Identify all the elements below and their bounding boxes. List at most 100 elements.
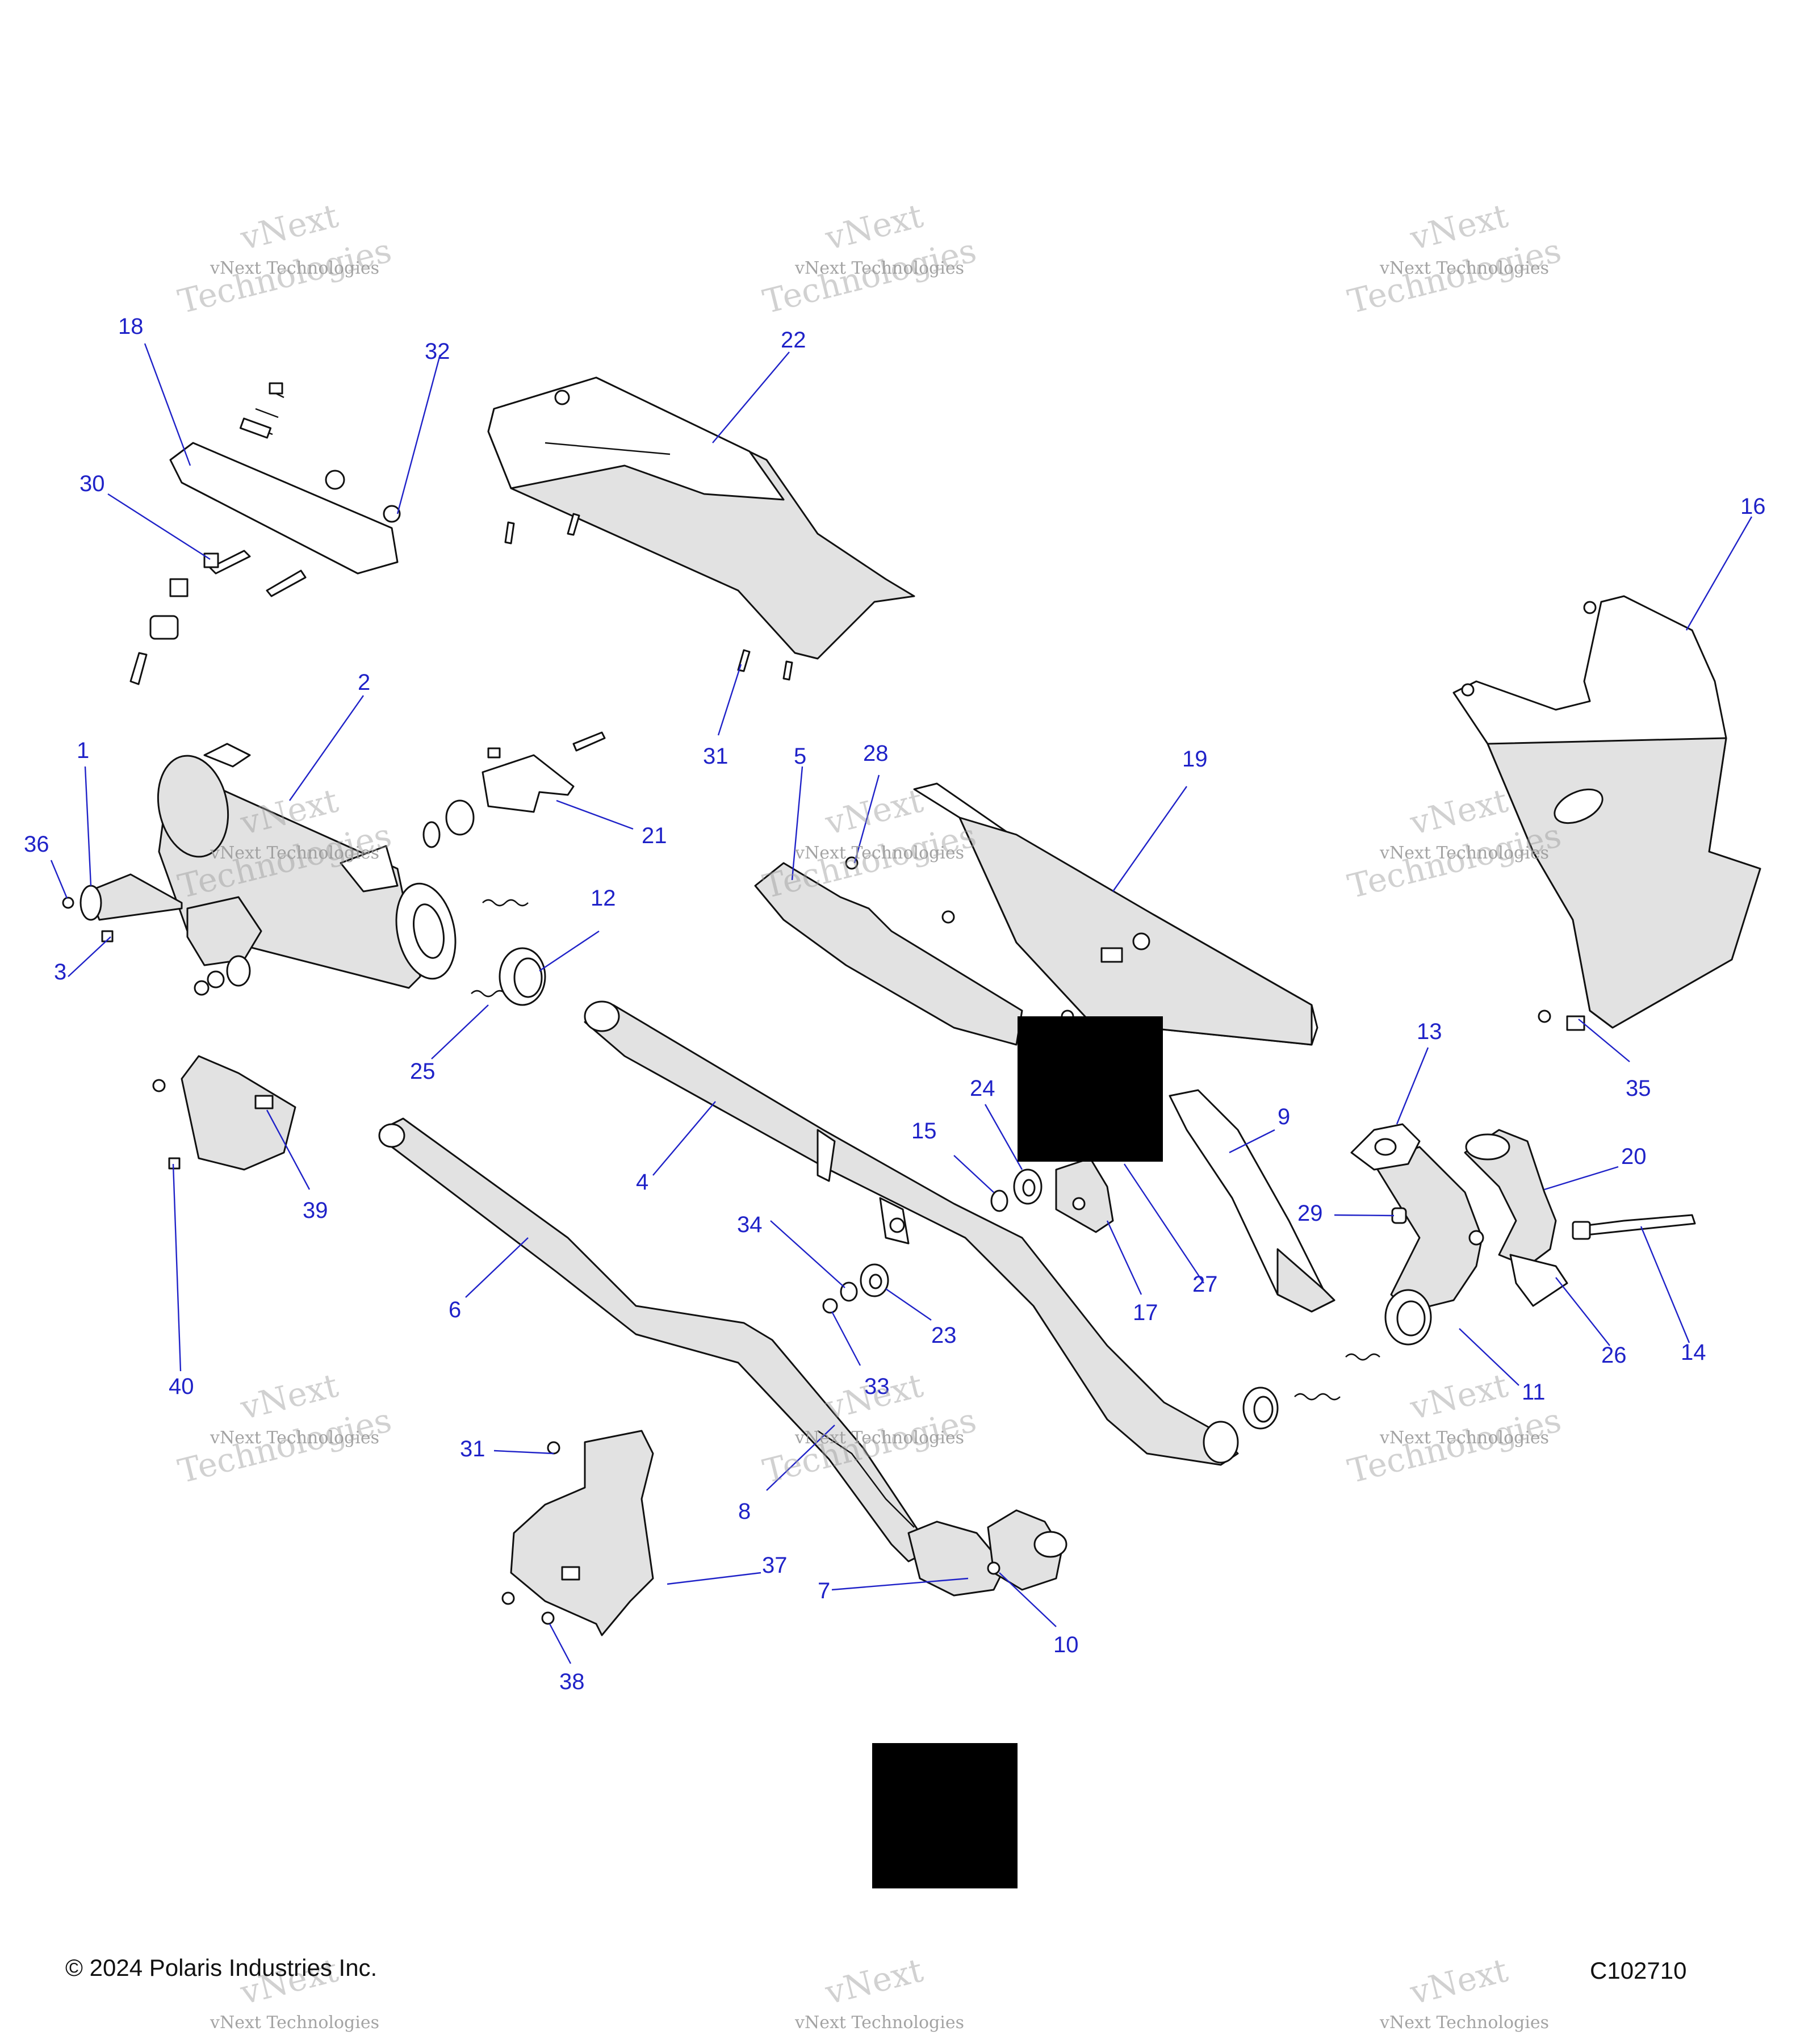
guard-37 [501, 1430, 654, 1636]
svg-text:vNext Technologies: vNext Technologies [210, 2013, 379, 2033]
screw-3 [101, 930, 114, 943]
heat-shield-18 [169, 382, 399, 575]
watermark: vNext vNext Technologies Technologies [759, 196, 980, 321]
exhaust-pipe-8 [817, 1430, 915, 1528]
svg-text:vNext Technologies: vNext Technologies [1379, 843, 1549, 863]
stud-29 [1391, 1207, 1407, 1224]
guard-39 [152, 1055, 296, 1171]
svg-text:vNext: vNext [1406, 1951, 1512, 2012]
callout-7: 7 [818, 1578, 830, 1603]
heat-shield-20 [1464, 1129, 1557, 1267]
bolt-30 [203, 550, 251, 575]
svg-text:vNext Technologies: vNext Technologies [794, 258, 964, 278]
callout-23: 23 [931, 1323, 957, 1348]
svg-text:vNext Technologies: vNext Technologies [794, 843, 964, 863]
redaction-block-1 [1018, 1016, 1163, 1162]
callout-2: 2 [358, 670, 370, 695]
svg-text:vNext Technologies: vNext Technologies [210, 258, 379, 278]
clamp-10 [987, 1561, 1000, 1575]
callout-20: 20 [1621, 1144, 1647, 1169]
watermark: vNext vNext Technologies Technologies [1344, 196, 1565, 321]
gasket-ring [1242, 1387, 1279, 1430]
callout-15: 15 [911, 1119, 937, 1144]
callout-11: 11 [1522, 1380, 1546, 1405]
svg-text:vNext Technologies: vNext Technologies [794, 2013, 964, 2033]
callout-16: 16 [1740, 494, 1766, 519]
callout-37: 37 [762, 1553, 788, 1578]
exhaust-pipe-4 [584, 1000, 1239, 1466]
callout-1: 1 [77, 738, 89, 763]
callout-25: 25 [410, 1059, 436, 1084]
pipe-elbow-7 [907, 1509, 1067, 1597]
svg-text:vNext Technologies: vNext Technologies [210, 843, 379, 863]
callout-32: 32 [425, 339, 450, 364]
watermark-layer: vNext vNext Technologies Technologies vN… [174, 196, 1565, 2033]
callout-22: 22 [781, 328, 806, 353]
callout-18: 18 [118, 314, 144, 339]
bolt-set-18 [129, 470, 401, 685]
callout-30: 30 [79, 471, 105, 496]
svg-text:vNext Technologies: vNext Technologies [210, 1428, 379, 1448]
svg-text:vNext Technologies: vNext Technologies [1379, 1428, 1549, 1448]
leader-lines [50, 343, 1753, 1664]
callout-31a: 31 [703, 744, 729, 769]
callout-12: 12 [591, 886, 616, 911]
callout-4: 4 [636, 1170, 648, 1195]
callout-9: 9 [1278, 1104, 1290, 1129]
callouts: 1 2 3 4 5 6 7 8 9 10 11 12 13 14 15 16 1… [24, 314, 1766, 1694]
svg-text:vNext Technologies: vNext Technologies [794, 1428, 964, 1448]
heat-shield-5 [754, 856, 1023, 1046]
callout-36: 36 [24, 832, 49, 857]
grommet-23 [860, 1263, 889, 1297]
springs-11 [1294, 1353, 1380, 1401]
drawing-id: C102710 [1590, 1957, 1686, 1984]
copyright-notice: © 2024 Polaris Industries Inc. [65, 1954, 377, 1981]
callout-29: 29 [1297, 1201, 1323, 1226]
bracket-21 [422, 731, 606, 848]
callout-8: 8 [738, 1499, 751, 1524]
heat-shield-16 [1452, 595, 1761, 1031]
exhaust-pipe-6 [378, 1117, 932, 1563]
bushing-15 [990, 1189, 1008, 1212]
callout-14: 14 [1681, 1340, 1706, 1365]
callout-17: 17 [1133, 1300, 1158, 1325]
flange-pipe-11 [1373, 1146, 1484, 1346]
callout-21: 21 [642, 823, 667, 848]
callout-33: 33 [864, 1374, 890, 1399]
muffler-tip-1 [79, 873, 183, 921]
muffler-2 [157, 743, 457, 996]
callout-5: 5 [794, 744, 806, 769]
watermark: vNext vNext Technologies Technologies [174, 1366, 395, 1491]
callout-6: 6 [449, 1297, 461, 1322]
grommet-24 [1013, 1168, 1043, 1205]
callout-31b: 31 [460, 1436, 485, 1461]
callout-39: 39 [303, 1198, 328, 1223]
svg-text:vNext Technologies: vNext Technologies [1379, 258, 1549, 278]
callout-35: 35 [1626, 1076, 1651, 1101]
screw-36 [62, 897, 74, 909]
callout-27: 27 [1192, 1272, 1218, 1297]
svg-text:vNext: vNext [821, 1951, 927, 2012]
exhaust-pipe-9 [1169, 1089, 1335, 1313]
nut-33 [822, 1298, 838, 1314]
callout-34: 34 [737, 1212, 763, 1237]
callout-28: 28 [863, 741, 889, 766]
callout-26: 26 [1601, 1343, 1627, 1368]
heat-shield-22 [487, 376, 915, 681]
callout-24: 24 [970, 1076, 995, 1101]
watermark: vNext vNext Technologies [794, 1951, 964, 2033]
gasket-12 [499, 947, 546, 1006]
callout-40: 40 [169, 1374, 194, 1399]
callout-3: 3 [54, 960, 66, 985]
callout-10: 10 [1053, 1632, 1079, 1657]
o2-sensor-14 [1572, 1214, 1696, 1240]
redaction-block-2 [872, 1743, 1018, 1888]
callout-13: 13 [1417, 1019, 1442, 1044]
clamp-26 [1509, 1254, 1568, 1307]
svg-text:vNext Technologies: vNext Technologies [1379, 2013, 1549, 2033]
gasket-13 [1350, 1123, 1421, 1171]
callout-38: 38 [559, 1669, 585, 1694]
washer-34 [840, 1281, 858, 1302]
callout-19: 19 [1182, 747, 1208, 772]
